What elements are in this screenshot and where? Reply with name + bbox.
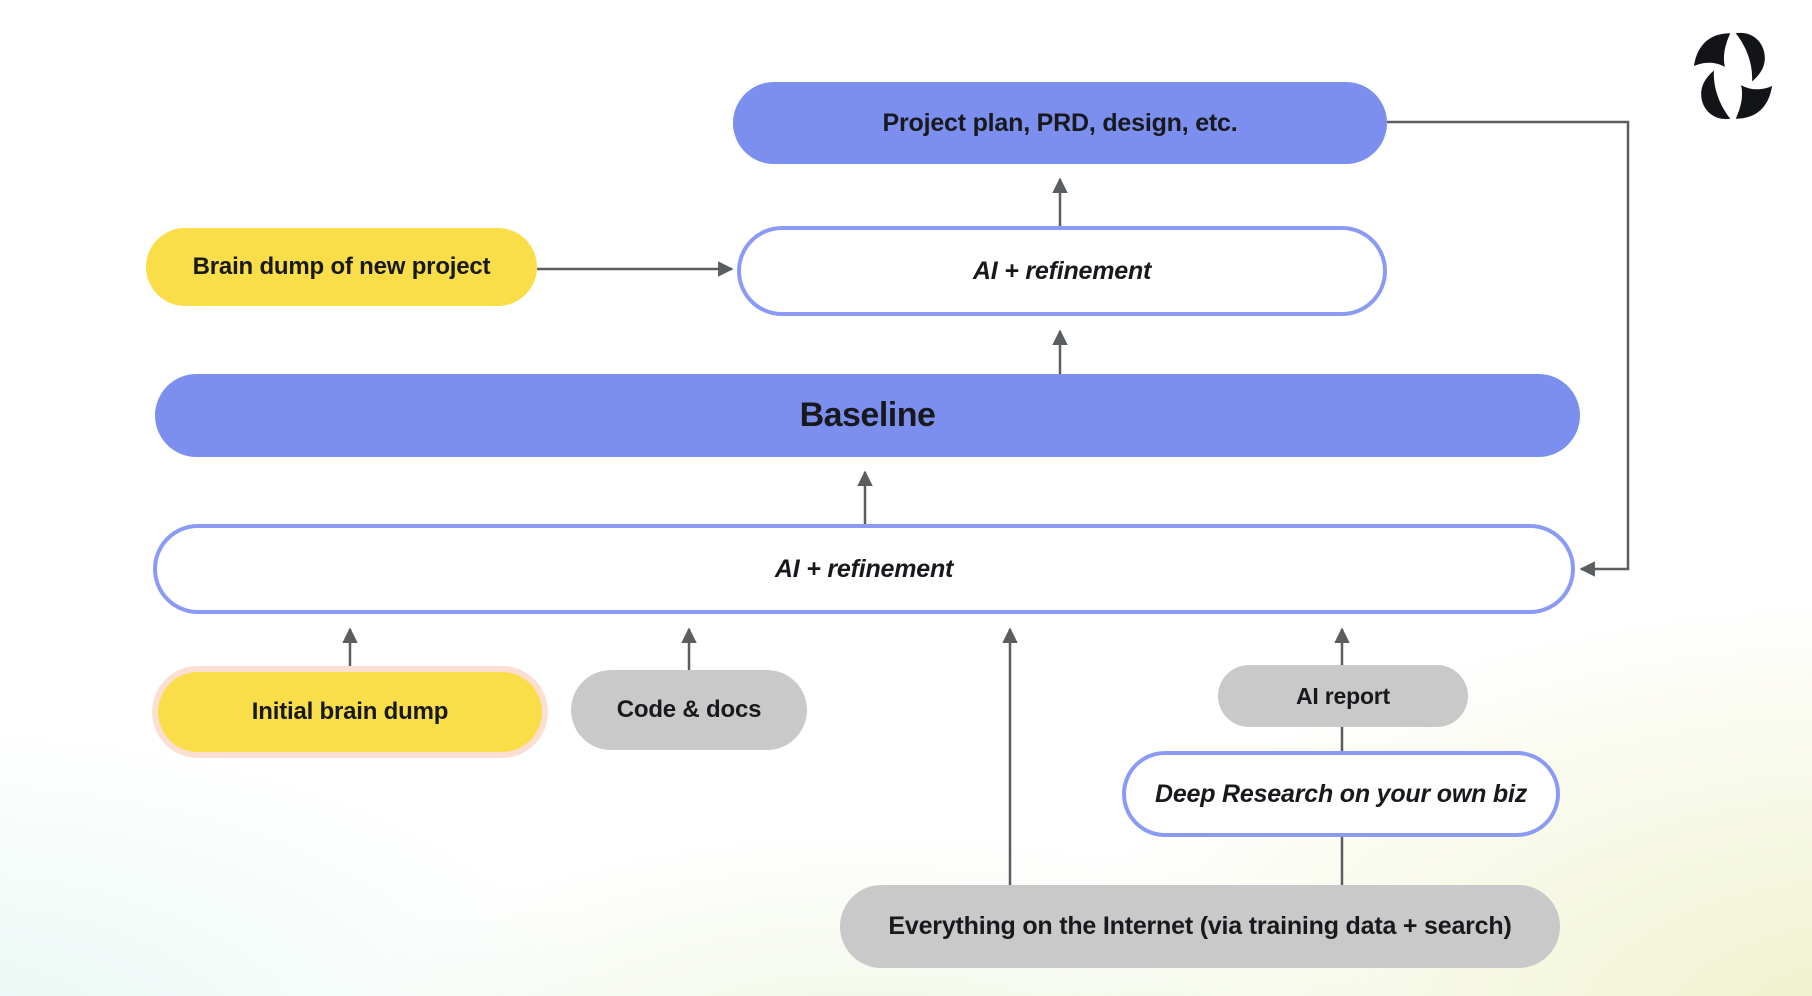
node-ai-refinement-top-label: AI + refinement bbox=[972, 256, 1152, 285]
brand-pinwheel-logo-icon bbox=[1693, 32, 1773, 120]
node-initial-brain-dump: Initial brain dump bbox=[152, 666, 548, 758]
node-baseline-label: Baseline bbox=[799, 396, 936, 434]
node-brain-dump-label: Brain dump of new project bbox=[192, 253, 491, 280]
node-project-plan-label: Project plan, PRD, design, etc. bbox=[882, 108, 1238, 137]
node-ai-report-label: AI report bbox=[1295, 682, 1391, 709]
node-deep-research: Deep Research on your own biz bbox=[1122, 751, 1560, 837]
node-everything-internet: Everything on the Internet (via training… bbox=[840, 885, 1560, 968]
node-ai-refinement-top: AI + refinement bbox=[737, 226, 1387, 316]
edge-project-loop-to-aiwide bbox=[1387, 120, 1630, 577]
node-code-docs-label: Code & docs bbox=[616, 696, 762, 723]
node-ai-refinement-main: AI + refinement bbox=[153, 524, 1575, 614]
node-code-docs: Code & docs bbox=[571, 670, 807, 750]
node-everything-internet-label: Everything on the Internet (via training… bbox=[888, 912, 1512, 940]
node-ai-refinement-main-label: AI + refinement bbox=[774, 554, 954, 583]
node-baseline: Baseline bbox=[155, 374, 1580, 457]
node-brain-dump: Brain dump of new project bbox=[146, 228, 537, 306]
node-initial-brain-dump-label: Initial brain dump bbox=[251, 698, 449, 725]
node-project-plan: Project plan, PRD, design, etc. bbox=[733, 82, 1387, 164]
node-ai-report: AI report bbox=[1218, 665, 1468, 727]
node-deep-research-label: Deep Research on your own biz bbox=[1154, 779, 1528, 808]
